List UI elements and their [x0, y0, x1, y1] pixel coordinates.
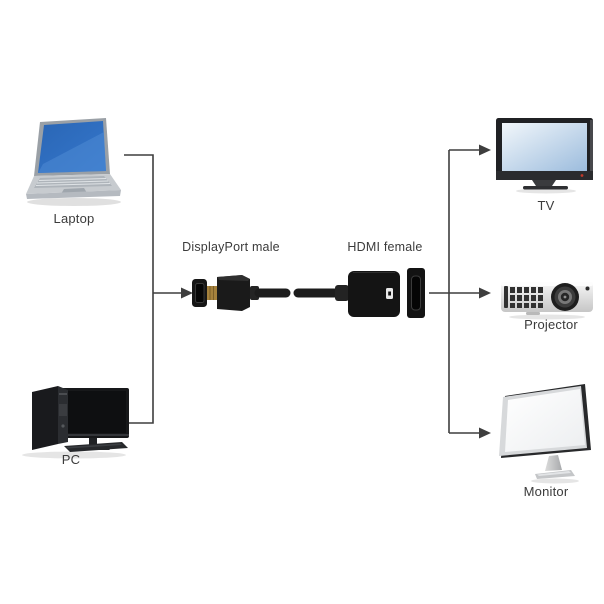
monitor-icon	[499, 384, 591, 484]
displayport-hdmi-adapter-icon	[192, 268, 425, 318]
hdmi-adapter-box	[348, 271, 400, 317]
tv-power-led	[580, 174, 584, 177]
tv-arrowhead	[479, 144, 491, 156]
monitor-device	[497, 382, 597, 486]
tv-device	[494, 116, 596, 196]
dp-gold-pins	[207, 286, 217, 300]
projector-device	[499, 276, 595, 320]
laptop-label: Laptop	[53, 211, 95, 226]
pc-label: PC	[61, 452, 81, 467]
projector-icon	[501, 282, 593, 320]
hdmi-female-label: HDMI female	[347, 240, 423, 254]
dp-plug-body	[217, 275, 250, 311]
laptop-icon	[26, 118, 121, 206]
pc-device	[14, 382, 129, 460]
monitor-arrowhead	[479, 427, 491, 439]
projector-label: Projector	[524, 317, 578, 332]
laptop-device	[24, 116, 124, 208]
monitor-label: Monitor	[523, 484, 569, 499]
left-arrowhead	[181, 287, 193, 299]
adapter-device	[190, 263, 430, 323]
projector-grille	[504, 286, 543, 308]
projector-arrowhead	[479, 287, 491, 299]
tv-label: TV	[537, 198, 555, 213]
displayport-male-label: DisplayPort male	[182, 240, 280, 254]
pc-icon	[22, 386, 129, 459]
tv-icon	[496, 118, 593, 194]
left-bracket-line	[124, 154, 154, 424]
